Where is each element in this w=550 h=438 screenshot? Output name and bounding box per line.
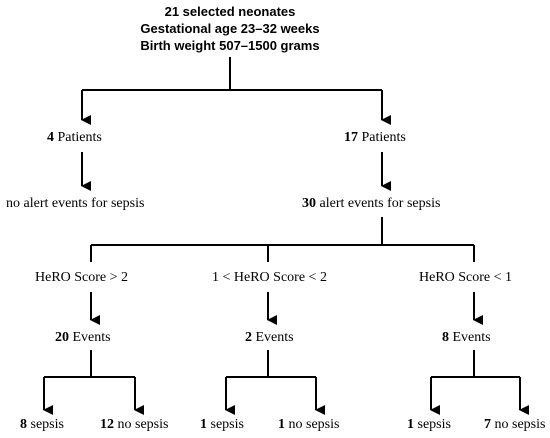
header-line-2: Gestational age 23–32 weeks — [140, 21, 320, 36]
group1-nosepsis: 12 no sepsis — [100, 417, 168, 433]
label: Patients — [361, 130, 406, 145]
label: sepsis — [417, 417, 451, 432]
label: sepsis — [210, 417, 244, 432]
group1-score: HeRO Score > 2 — [35, 270, 129, 285]
count: 30 — [302, 196, 316, 211]
group3-nosepsis: 7 no sepsis — [484, 417, 545, 433]
node-30-alert-events: 30 alert events for sepsis — [302, 196, 440, 212]
label: Events — [72, 330, 111, 345]
count: 20 — [55, 330, 69, 345]
label: Events — [255, 330, 294, 345]
group3-score: HeRO Score < 1 — [419, 270, 513, 285]
group1-events: 20 Events — [55, 330, 111, 346]
group3-events: 8 Events — [442, 330, 491, 346]
count: 1 — [200, 417, 207, 432]
group2-nosepsis: 1 no sepsis — [278, 417, 339, 433]
label: no sepsis — [494, 417, 546, 432]
count: 7 — [484, 417, 491, 432]
count: 1 — [407, 417, 414, 432]
label: alert events for sepsis — [319, 196, 441, 211]
label: sepsis — [30, 417, 64, 432]
label: Events — [452, 330, 491, 345]
label: no sepsis — [117, 417, 169, 432]
header-line-3: Birth weight 507–1500 grams — [140, 38, 320, 53]
count: 17 — [344, 130, 358, 145]
node-17-patients: 17 Patients — [344, 130, 406, 146]
group2-sepsis: 1 sepsis — [200, 417, 244, 433]
label: no sepsis — [288, 417, 340, 432]
count: 2 — [245, 330, 252, 345]
count: 12 — [100, 417, 114, 432]
label: Patients — [57, 130, 102, 145]
group2-events: 2 Events — [245, 330, 294, 346]
node-no-alert-events: no alert events for sepsis — [6, 196, 145, 211]
node-4-patients: 4 Patients — [47, 130, 102, 146]
group1-sepsis: 8 sepsis — [20, 417, 64, 433]
count: 1 — [278, 417, 285, 432]
header-line-1: 21 selected neonates — [164, 4, 296, 19]
count: 8 — [20, 417, 27, 432]
group3-sepsis: 1 sepsis — [407, 417, 451, 433]
count: 8 — [442, 330, 449, 345]
count: 4 — [47, 130, 54, 145]
group2-score: 1 < HeRO Score < 2 — [212, 270, 327, 285]
header-cohort: 21 selected neonates Gestational age 23–… — [130, 3, 330, 54]
